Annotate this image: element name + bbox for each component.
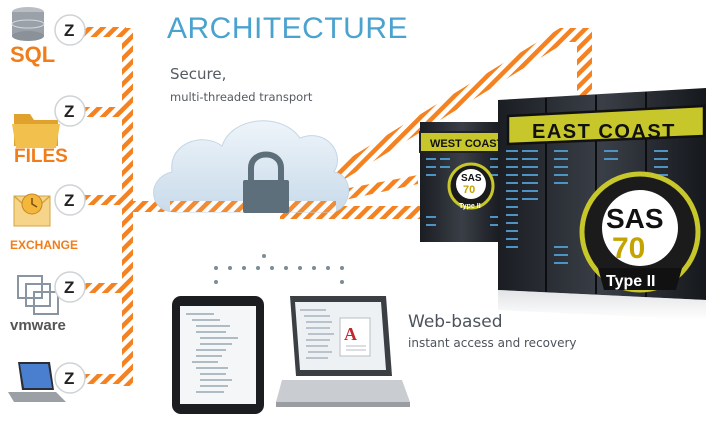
laptop-device: A <box>276 296 410 407</box>
source-files: FILES <box>12 114 68 167</box>
svg-text:Type II: Type II <box>459 203 481 210</box>
agent-badges: Z Z Z Z Z <box>54 14 86 394</box>
svg-text:70: 70 <box>612 232 645 265</box>
source-sql: SQL <box>10 7 55 67</box>
east-sas70-seal: SAS 70 Type II <box>579 171 701 293</box>
web-access-heading: Web-based <box>408 312 503 332</box>
web-access-subheading: instant access and recovery <box>408 336 577 350</box>
east-rack-lights <box>506 150 668 264</box>
svg-text:Z: Z <box>64 21 74 40</box>
svg-text:Z: Z <box>64 191 74 210</box>
lock-icon <box>243 151 289 213</box>
transport-subheading: multi-threaded transport <box>170 90 313 104</box>
agent-badge-sql: Z <box>54 14 86 46</box>
branch-vmware <box>80 283 126 293</box>
svg-text:A: A <box>344 324 357 344</box>
agent-badge-vmware: Z <box>54 271 86 303</box>
svg-text:70: 70 <box>463 184 475 196</box>
source-vmware: vmware <box>10 275 66 334</box>
svg-text:SAS: SAS <box>606 203 664 234</box>
branch-exchange <box>80 195 126 205</box>
vmware-icon <box>17 275 59 315</box>
agent-badge-laptop: Z <box>54 362 86 394</box>
branch-laptop <box>80 374 126 384</box>
west-coast-label: WEST COAST <box>430 138 504 150</box>
agent-badge-files: Z <box>54 95 86 127</box>
svg-text:Z: Z <box>64 369 74 388</box>
dotted-network <box>214 254 344 284</box>
svg-text:SAS: SAS <box>461 173 482 184</box>
branch-sql <box>80 27 126 37</box>
branch-files <box>80 107 126 117</box>
laptop-icon <box>8 362 66 402</box>
source-label-exchange: EXCHANGE <box>10 238 78 252</box>
source-label-vmware: vmware <box>10 317 66 334</box>
west-sas70-seal: SAS 70 Type II <box>447 162 495 210</box>
west-coast-datacenter: WEST COAST SAS 70 Type II <box>419 122 505 242</box>
east-coast-label: EAST COAST <box>532 121 676 143</box>
transport-heading: Secure, <box>170 65 226 83</box>
page-title: ARCHITECTURE <box>167 12 408 45</box>
source-exchange: EXCHANGE <box>10 193 78 252</box>
source-laptop <box>8 362 66 402</box>
svg-text:Z: Z <box>64 278 74 297</box>
source-label-files: FILES <box>14 146 68 167</box>
tablet-device <box>172 296 264 414</box>
database-icon <box>11 7 45 41</box>
trunk-line <box>122 28 133 386</box>
source-label-sql: SQL <box>10 42 55 67</box>
exchange-icon <box>13 193 51 227</box>
agent-badge-exchange: Z <box>54 184 86 216</box>
svg-text:Z: Z <box>64 102 74 121</box>
svg-text:Type II: Type II <box>606 273 656 290</box>
folder-icon <box>12 114 60 148</box>
east-coast-datacenter: EAST COAST SAS 70 Type II <box>498 88 706 320</box>
document-icon: A <box>339 317 371 357</box>
